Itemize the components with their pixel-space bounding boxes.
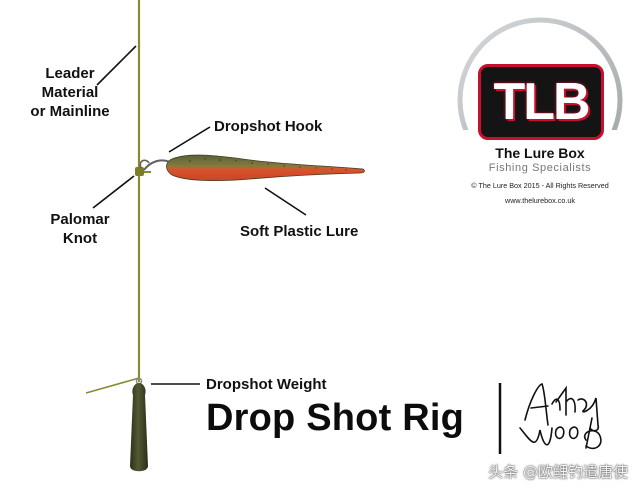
- palomar-knot: [135, 167, 144, 176]
- dropshot-weight: [130, 383, 148, 472]
- rig-title: Drop Shot Rig: [206, 397, 465, 439]
- palomar-label: Palomar Knot: [50, 211, 110, 247]
- weight-snap: [85, 377, 140, 394]
- hook-label: Dropshot Hook: [214, 118, 323, 135]
- logo-text: TLB: [493, 73, 590, 131]
- palomar-pointer-line: [92, 175, 135, 209]
- logo-ring-gap: [460, 130, 620, 210]
- hook-eye: [139, 159, 150, 169]
- lure-speckles: [189, 158, 347, 171]
- lure-label: Soft Plastic Lure: [240, 223, 359, 240]
- signature: [519, 383, 602, 450]
- brand-name: The Lure Box: [495, 145, 585, 161]
- watermark: 头条 @欧鲤钓遣唐使: [488, 463, 628, 481]
- brand-url: www.thelurebox.co.uk: [505, 196, 575, 205]
- brand-copyright: © The Lure Box 2015 - All Rights Reserve…: [471, 181, 609, 190]
- soft-plastic-lure: [166, 154, 365, 182]
- hook-pointer-line: [168, 126, 211, 153]
- weight-label: Dropshot Weight: [206, 376, 327, 393]
- lure-pointer-line: [264, 187, 307, 216]
- logo-mark: TLB: [478, 64, 604, 140]
- leader-label: Leader Material or Mainline: [30, 65, 110, 120]
- dropshot-hook: [143, 159, 171, 171]
- brand-tagline: Fishing Specialists: [488, 162, 592, 174]
- leader-pointer-line: [96, 45, 137, 86]
